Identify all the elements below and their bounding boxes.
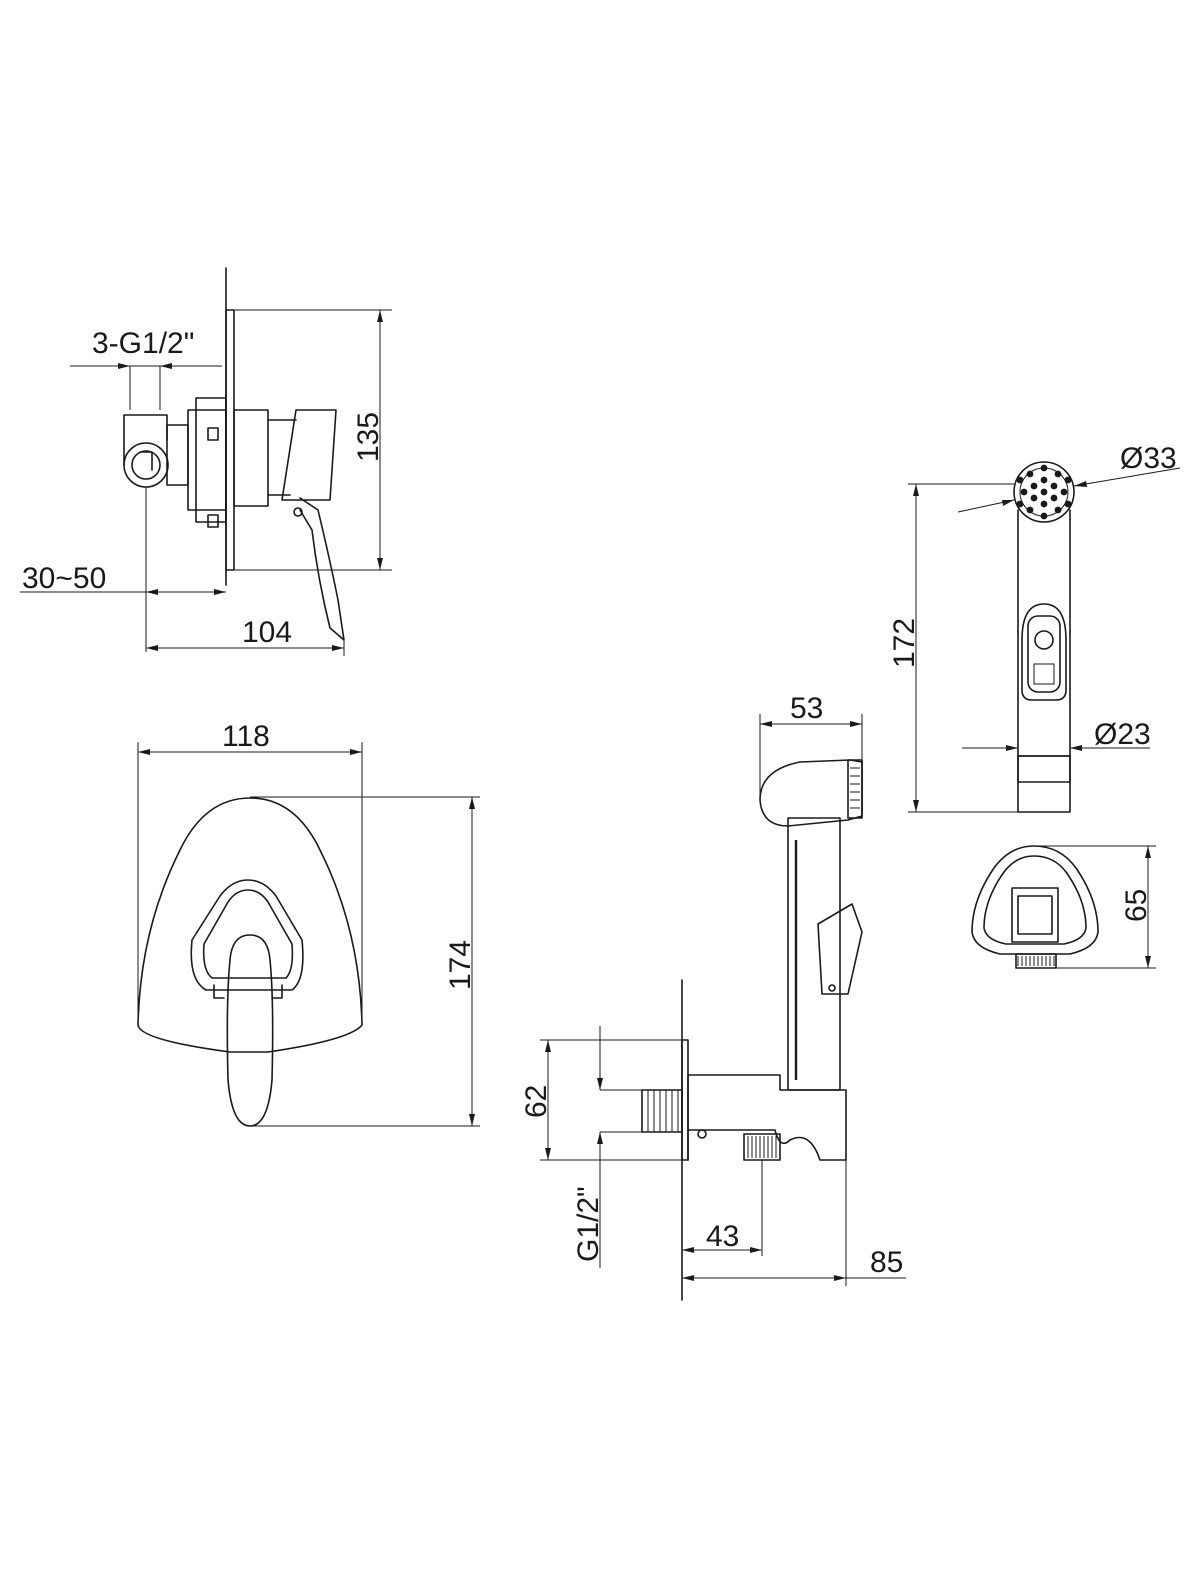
dim-inlets-label: 3-G1/2" <box>92 327 194 360</box>
dim-mixer-depth-label: 135 <box>352 412 385 462</box>
dim-holder-height-label: 65 <box>1120 889 1153 922</box>
dim-wall-range: 30~50 <box>20 487 226 652</box>
dim-handset-length: 172 <box>888 483 1018 813</box>
dim-holder-height: 65 <box>1034 845 1156 969</box>
dim-elbow-outlet-label: 43 <box>706 1220 739 1253</box>
dim-handset-length-label: 172 <box>888 618 921 668</box>
hand-shower-front-view <box>1013 461 1075 813</box>
dim-elbow-thread: G1/2" <box>572 1026 642 1268</box>
dim-plate-width: 118 <box>137 720 363 1025</box>
dim-head-diameter: Ø33 <box>957 442 1181 513</box>
dim-elbow-height-label: 62 <box>520 1085 553 1118</box>
dim-plate-width-label: 118 <box>222 720 270 753</box>
dim-mixer-projection: 104 <box>146 616 345 656</box>
dim-plate-height: 174 <box>250 796 480 1127</box>
dim-plate-height-label: 174 <box>444 940 477 990</box>
dim-handle-diameter: Ø23 <box>962 718 1151 751</box>
elbow-side-view <box>641 759 863 1301</box>
dim-elbow-thread-label: G1/2" <box>572 1186 605 1262</box>
mixer-front-view <box>137 797 363 1127</box>
dim-elbow-depth: 85 <box>682 1160 906 1286</box>
dim-holder-width-label: 53 <box>790 692 823 725</box>
dim-elbow-height: 62 <box>520 1039 688 1161</box>
dim-holder-width: 53 <box>759 692 863 800</box>
mixer-side-view <box>123 267 345 641</box>
dim-mixer-projection-label: 104 <box>242 616 292 649</box>
dim-elbow-depth-label: 85 <box>870 1246 903 1279</box>
dim-elbow-outlet: 43 <box>682 1160 763 1256</box>
dim-head-diameter-label: Ø33 <box>1120 442 1177 475</box>
hand-shower-nozzles <box>1016 464 1072 520</box>
holder-front-view <box>971 845 1099 969</box>
dim-inlets: 3-G1/2" <box>70 327 222 410</box>
dim-handle-diameter-label: Ø23 <box>1094 718 1151 751</box>
dim-wall-range-label: 30~50 <box>22 562 106 595</box>
dim-mixer-depth: 135 <box>234 309 392 571</box>
